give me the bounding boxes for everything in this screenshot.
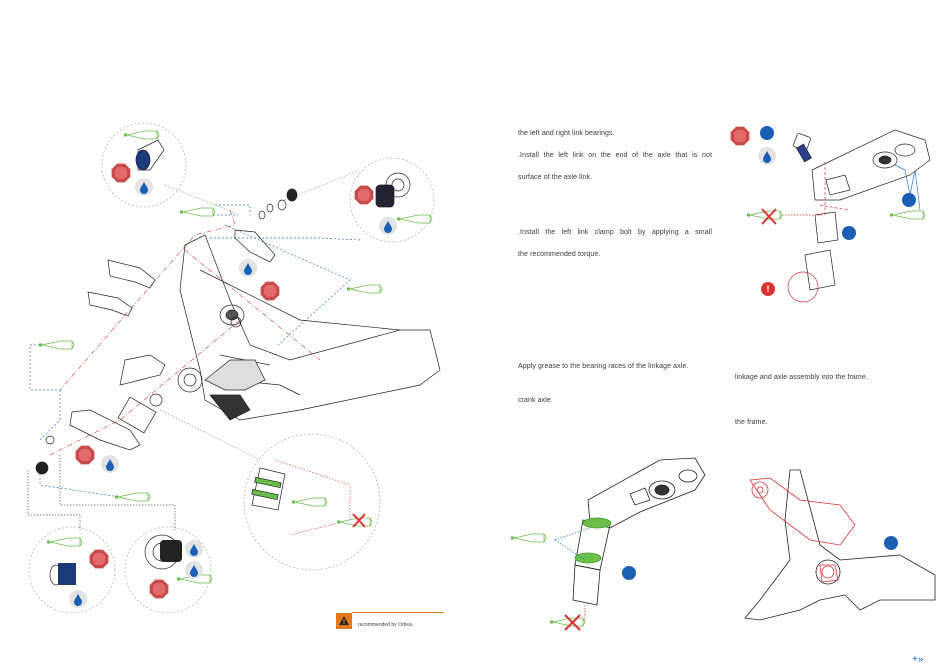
- no-grease-x-icon: [761, 208, 777, 225]
- warning-text: recommended by Orbea.: [358, 622, 414, 628]
- torque-icon: [110, 162, 132, 184]
- warning-triangle-icon: [336, 613, 352, 629]
- link-axle-greased: [554, 457, 706, 621]
- torque-icon: [88, 548, 110, 570]
- drop-icon: [185, 540, 203, 558]
- grease-tube-icon: [549, 617, 586, 627]
- step-number-bullet: [760, 126, 774, 140]
- torque-icon: [74, 444, 96, 466]
- drop-icon: [135, 178, 153, 196]
- grease-tube-icon: [346, 284, 383, 294]
- step1-line5: the recommended torque.: [518, 251, 601, 258]
- drop-icon: [185, 561, 203, 579]
- grease-tube-icon: [291, 497, 328, 507]
- step1-line3: surface of the axle link.: [518, 174, 593, 181]
- step2-line2: crank axle.: [518, 397, 553, 404]
- grease-tube-icon: [889, 210, 926, 220]
- warning-note: recommended by Orbea.: [336, 612, 444, 629]
- drop-icon: [379, 217, 397, 235]
- step3-line1: linkage and axle assembly into the frame…: [735, 374, 868, 381]
- no-grease-x-icon: [564, 614, 581, 631]
- torque-icon: [148, 578, 170, 600]
- grease-tube-icon: [114, 492, 151, 502]
- drop-icon: [239, 259, 257, 277]
- drop-icon: [101, 455, 119, 473]
- grease-tube-icon: [396, 214, 433, 224]
- grease-tube-icon: [179, 207, 216, 217]
- torque-icon: [729, 125, 751, 147]
- caution-icon: [761, 282, 775, 296]
- step-number-bullet: [842, 226, 856, 240]
- grease-tube-icon: [46, 537, 83, 547]
- step-number-bullet: [884, 536, 898, 550]
- next-page-button[interactable]: +»: [912, 654, 924, 665]
- step1-line1: the left and right link bearings.: [518, 130, 615, 137]
- step1-line2: .Install the left link on the end of the…: [518, 152, 712, 159]
- step1-line4: .Install the left link clamp bolt by app…: [518, 229, 712, 236]
- step-number-bullet: [622, 566, 636, 580]
- grease-tube-icon: [123, 130, 160, 140]
- torque-icon: [259, 280, 281, 302]
- torque-icon: [353, 184, 375, 206]
- link-assembly-top: [776, 129, 931, 303]
- exploded-view-diagram: [27, 122, 441, 614]
- step-number-bullet: [902, 193, 916, 207]
- step2-line1: Apply grease to the bearing races of the…: [518, 363, 689, 370]
- svg-text:!: !: [767, 284, 770, 294]
- drop-icon: [758, 147, 776, 165]
- no-grease-x-icon: [352, 513, 366, 528]
- grease-tube-icon: [38, 340, 75, 350]
- step3-line2: the frame.: [735, 419, 768, 426]
- drop-icon: [69, 590, 87, 608]
- frame-install-detail: [744, 469, 936, 621]
- grease-tube-icon: [510, 533, 547, 543]
- warning-rule: [352, 612, 444, 613]
